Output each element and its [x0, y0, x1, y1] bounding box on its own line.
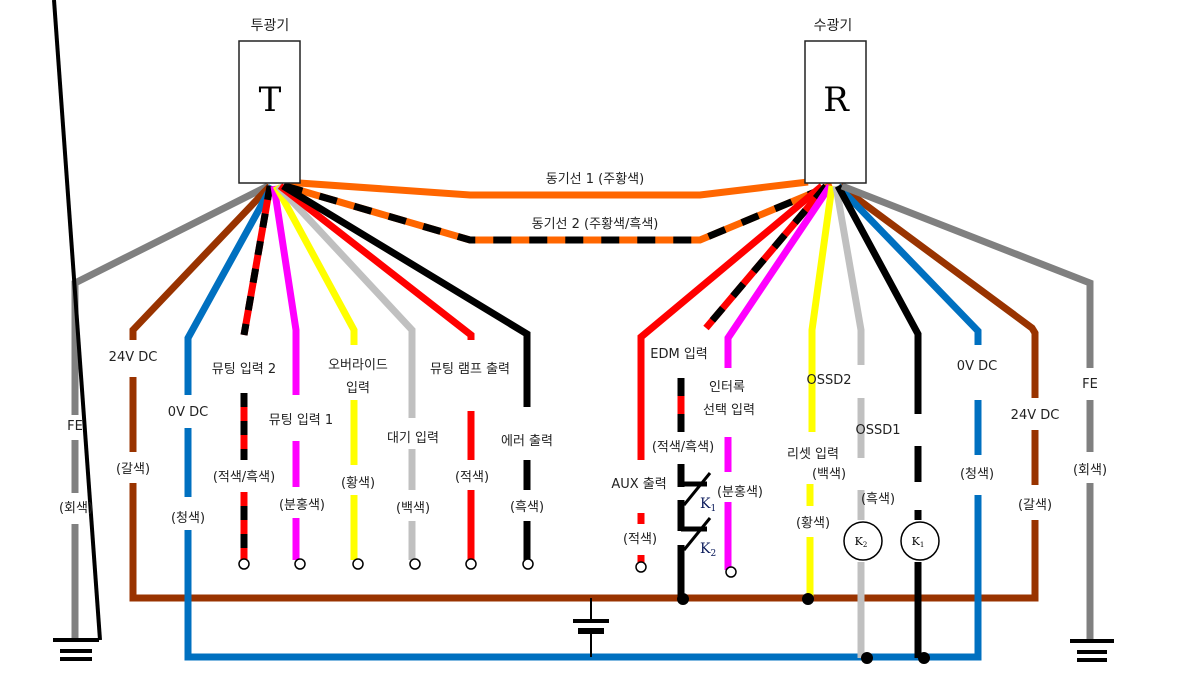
- junction-dot: [802, 593, 814, 605]
- emitter-0v-color: (청색): [171, 511, 205, 526]
- sync-line-2-label: 동기선 2 (주황색/흑색): [532, 217, 659, 232]
- receiver-title: 수광기: [814, 18, 853, 34]
- receiver-aux-label: AUX 출력: [611, 477, 666, 492]
- receiver-interlock-label-2: 선택 입력: [703, 403, 755, 418]
- emitter-wire-24v: [129, 183, 1039, 602]
- emitter-wire-0v: [184, 183, 982, 661]
- emitter-muting2-color: (적색/흑색): [213, 470, 275, 485]
- svg-text:K1: K1: [912, 535, 925, 549]
- terminal: [522, 558, 534, 570]
- receiver-aux-color: (적색): [623, 532, 657, 547]
- emitter-0v-label: 0V DC: [168, 405, 208, 420]
- emitter-muting1-label: 뮤팅 입력 1: [269, 413, 333, 428]
- receiver-wire-edm: [677, 183, 829, 432]
- emitter-override-label-1: 오버라이드: [328, 358, 388, 373]
- receiver-24v-color: (갈색): [1018, 498, 1052, 513]
- emitter-24v-label: 24V DC: [109, 350, 158, 365]
- terminal: [294, 558, 306, 570]
- dc-power-supply: [573, 598, 609, 657]
- receiver-interlock-label-1: 인터록: [709, 380, 745, 395]
- emitter-wire-muting-2: [240, 185, 274, 560]
- receiver-letter: R: [823, 80, 850, 120]
- receiver-ossd2-label: OSSD2: [806, 373, 851, 388]
- receiver-ossd1-label: OSSD1: [855, 423, 900, 438]
- receiver-ossd1-color: (흑색): [861, 492, 895, 507]
- receiver-reset-color: (황색): [796, 516, 830, 531]
- receiver-fe-label: FE: [1082, 377, 1098, 392]
- emitter-wire-error: [281, 183, 531, 560]
- k1-contact-label: K1: [700, 496, 716, 514]
- emitter-error-label: 에러 출력: [501, 434, 553, 449]
- sync-line-1: [284, 178, 809, 199]
- receiver-wire-ossd2: [832, 185, 865, 658]
- terminal: [238, 558, 250, 570]
- receiver-ossd2-color: (백색): [812, 467, 846, 482]
- emitter-muting1-color: (분홍색): [279, 498, 325, 513]
- svg-text:K2: K2: [855, 535, 868, 549]
- receiver-fe-color: (회색): [1073, 463, 1107, 478]
- emitter-24v-color: (갈색): [116, 462, 150, 477]
- relay-coil-k1: K1: [900, 521, 940, 561]
- ground-symbol-left: [52, 0, 102, 661]
- emitter-wire-muting-lamp: [277, 183, 475, 560]
- emitter-override-color: (황색): [341, 476, 375, 491]
- junction-dot: [918, 652, 930, 664]
- receiver-24v-label: 24V DC: [1011, 408, 1060, 423]
- emitter-fe-color: (회색): [59, 501, 93, 516]
- receiver-interlock-color: (분홍색): [717, 485, 763, 500]
- emitter-standby-label: 대기 입력: [387, 431, 439, 446]
- terminal: [352, 558, 364, 570]
- terminal: [635, 561, 647, 573]
- emitter-fe-label: FE: [67, 419, 83, 434]
- emitter-wire-override: [272, 184, 358, 560]
- terminal: [725, 566, 737, 578]
- emitter-wire-standby: [275, 183, 416, 560]
- receiver-wire-ossd1: [834, 184, 922, 658]
- emitter-wire-muting-1: [270, 185, 300, 560]
- emitter-muting-lamp-label: 뮤팅 램프 출력: [430, 362, 510, 377]
- emitter-standby-color: (백색): [396, 501, 430, 516]
- emitter-title: 투광기: [251, 18, 290, 34]
- terminal: [409, 558, 421, 570]
- junction-dot: [861, 652, 873, 664]
- receiver-wire-fe: [840, 182, 1094, 640]
- sync-line-1-label: 동기선 1 (주황색): [546, 172, 644, 187]
- emitter-muting2-label: 뮤팅 입력 2: [212, 362, 276, 377]
- receiver-box: [804, 40, 867, 184]
- emitter-error-color: (흑색): [510, 500, 544, 515]
- receiver-edm-label: EDM 입력: [650, 347, 708, 362]
- receiver-wire-reset: [806, 185, 836, 598]
- receiver-reset-label: 리셋 입력: [787, 447, 839, 462]
- emitter-muting-lamp-color: (적색): [455, 470, 489, 485]
- receiver-edm-color: (적색/흑색): [652, 440, 714, 455]
- emitter-letter: T: [259, 80, 282, 120]
- sync-line-2: [284, 181, 834, 244]
- ground-symbol-right: [1070, 639, 1114, 662]
- receiver-0v-label: 0V DC: [957, 359, 997, 374]
- terminal: [465, 558, 477, 570]
- junction-dot: [677, 593, 689, 605]
- emitter-override-label-2: 입력: [346, 381, 370, 396]
- relay-coil-k2: K2: [843, 521, 883, 561]
- edm-relay-contacts: [677, 464, 712, 600]
- receiver-wire-interlock: [724, 184, 833, 570]
- emitter-terminals: [238, 558, 534, 570]
- receiver-0v-color: (청색): [960, 467, 994, 482]
- emitter-box: [238, 40, 301, 184]
- k2-contact-label: K2: [700, 541, 716, 559]
